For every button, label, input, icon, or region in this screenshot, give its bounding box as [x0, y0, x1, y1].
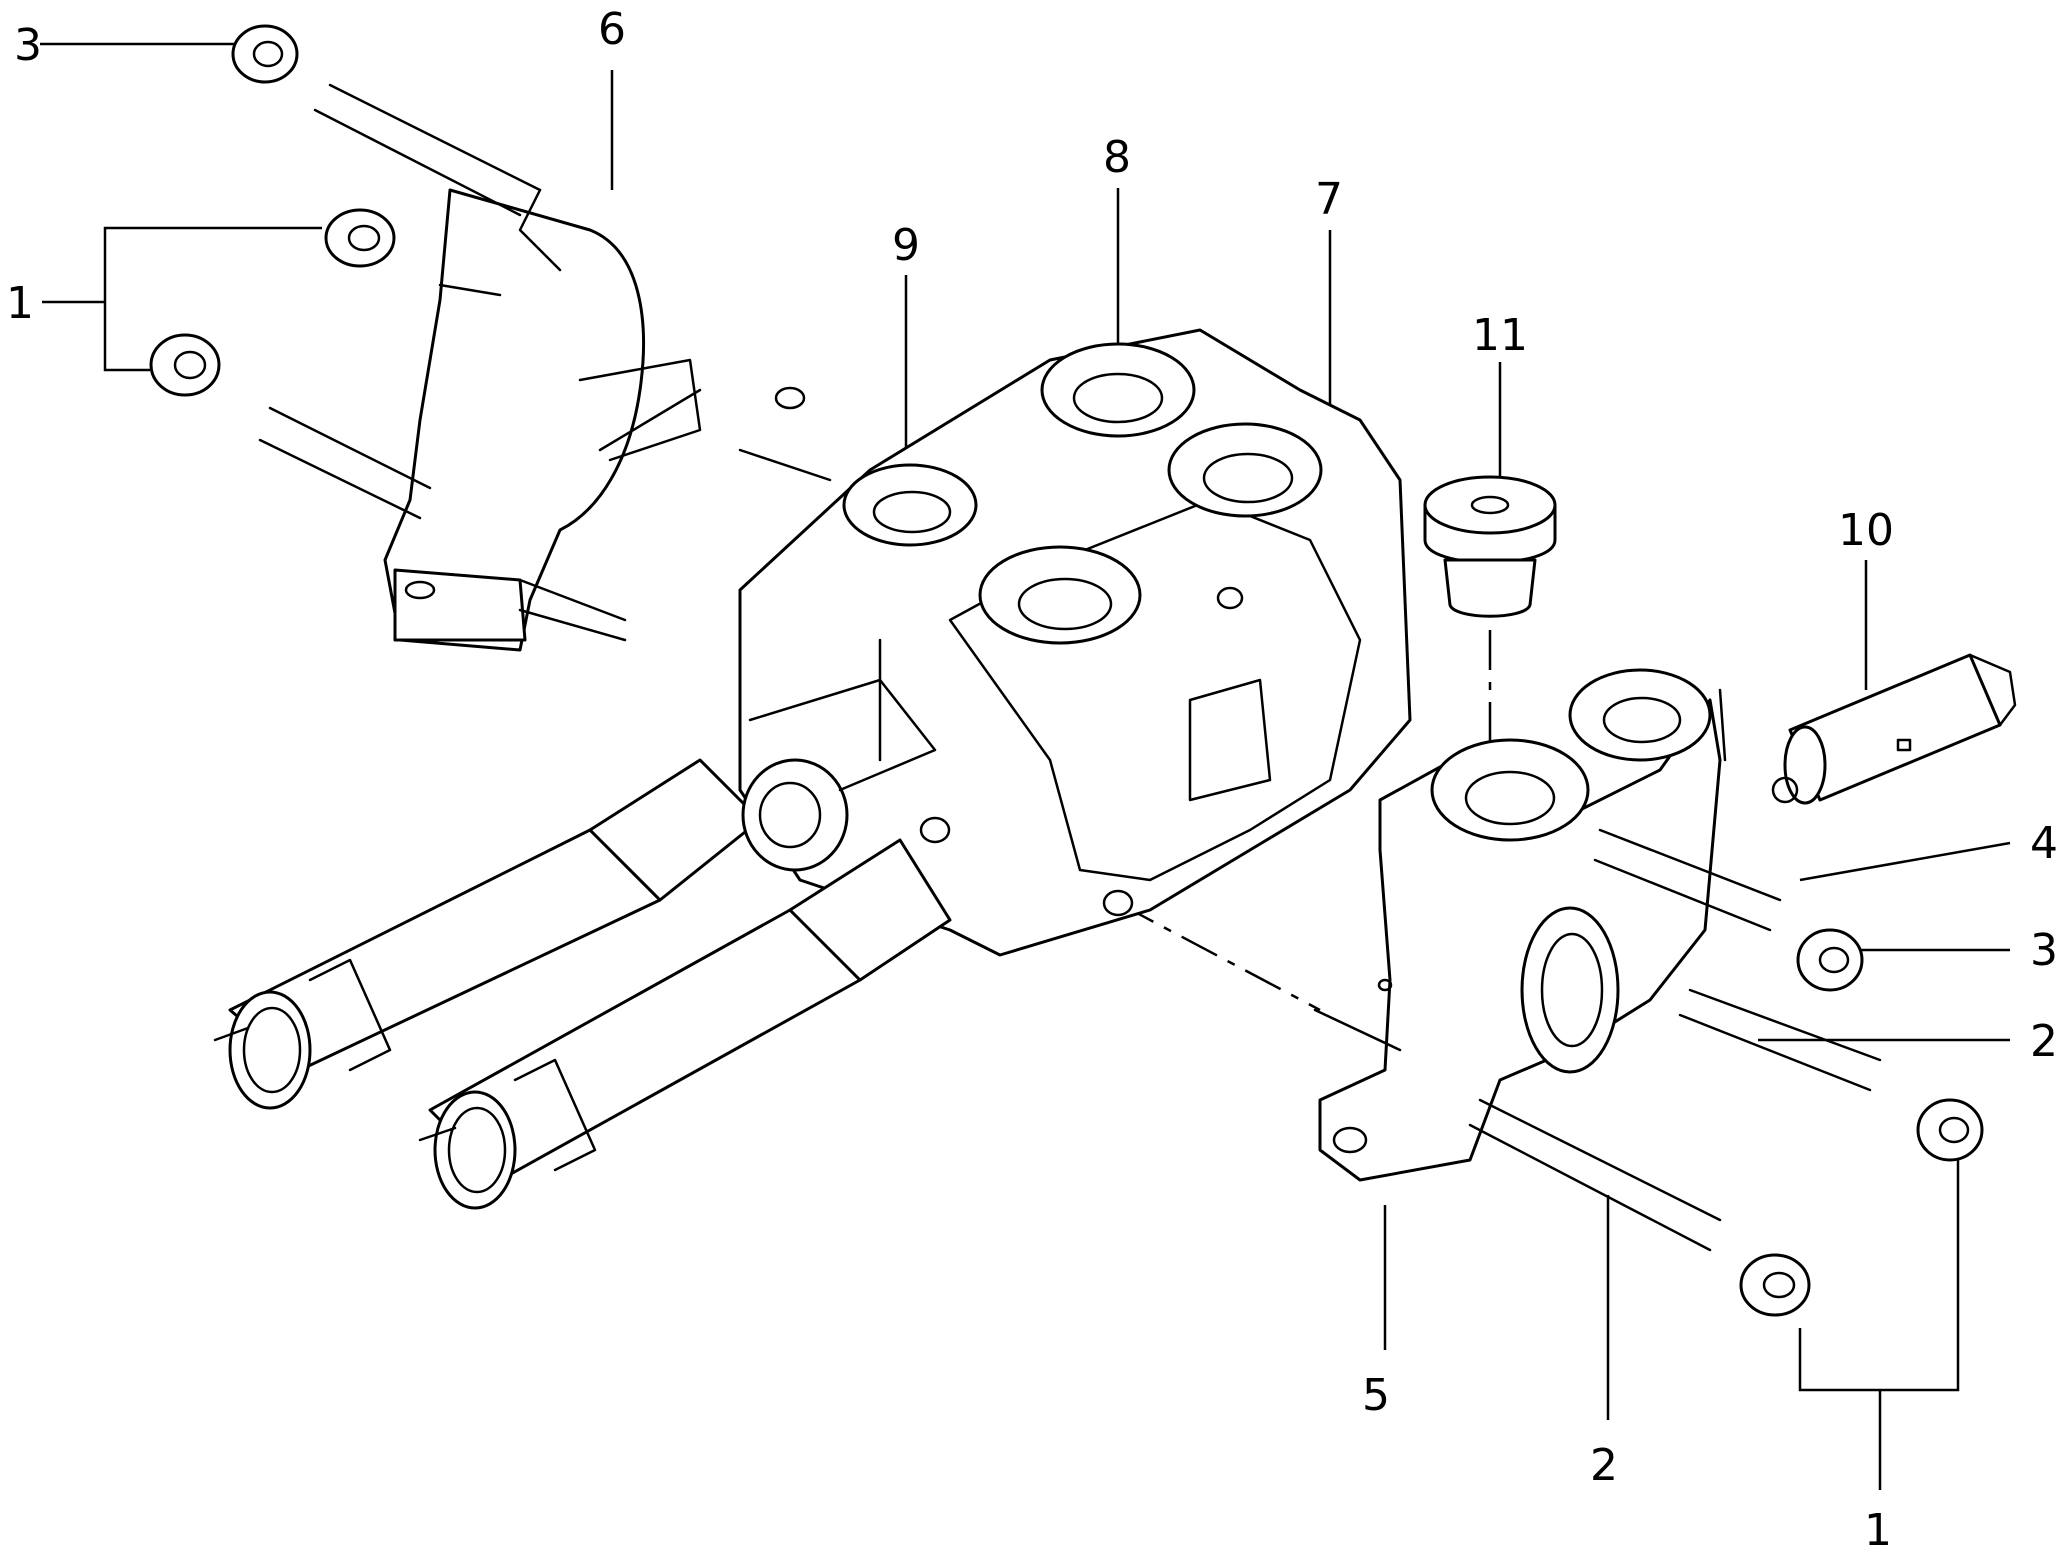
callout-5: 5: [1362, 1370, 1390, 1421]
callout-4: 4: [2030, 818, 2058, 869]
callout-10: 10: [1838, 505, 1894, 556]
callout-labels: 3 6 1 8 7 9 11 10 4 3 2 5 2 1: [6, 4, 2058, 1554]
valve-ports: [842, 342, 1323, 917]
callout-11: 11: [1472, 310, 1528, 361]
callout-3-top-left: 3: [14, 20, 42, 71]
callout-7: 7: [1315, 174, 1343, 225]
leader-lines: [40, 42, 2011, 1490]
end-cover-plate: [383, 188, 806, 652]
studs-left: [258, 83, 832, 642]
callout-8: 8: [1103, 132, 1131, 183]
callout-6: 6: [598, 4, 626, 55]
callout-2-bottom: 2: [1590, 1440, 1618, 1491]
end-cover-right: [1318, 668, 1727, 1182]
studs-right: [1313, 828, 1882, 1252]
nuts: [149, 24, 1984, 1317]
callout-1-bottom: 1: [1864, 1505, 1892, 1554]
sensor: [1771, 653, 2017, 805]
callout-3-right: 3: [2030, 925, 2058, 976]
solenoid-coils: [213, 678, 952, 1210]
callout-2-right: 2: [2030, 1016, 2058, 1067]
callout-9: 9: [892, 220, 920, 271]
plug: [1423, 475, 1557, 618]
callout-1-left: 1: [6, 278, 34, 329]
